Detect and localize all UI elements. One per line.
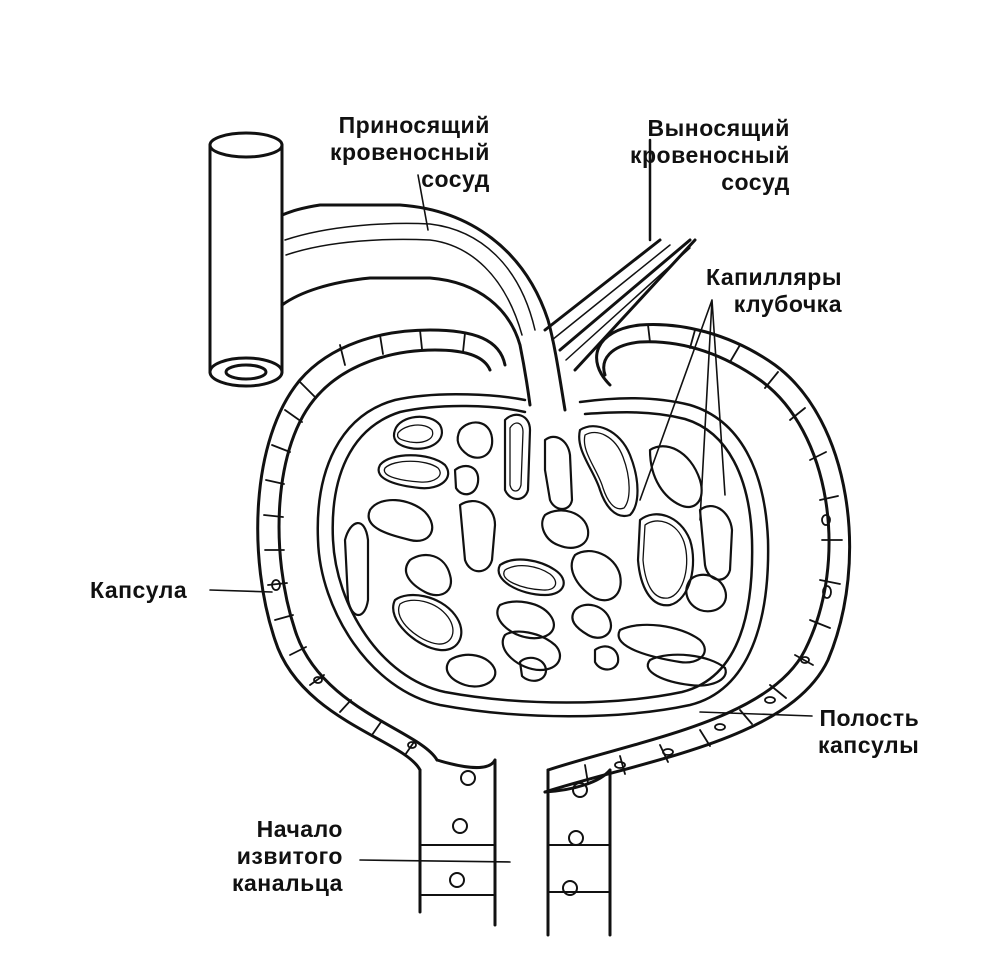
capillaries-label-line2: клубочка [706, 291, 842, 318]
tubule-label-line3: канальца [232, 870, 343, 897]
tubule-label-line2: извитого [232, 843, 343, 870]
tubule-start-label: Начало извитого канальца [232, 816, 343, 897]
afferent-label-line3: сосуд [330, 166, 490, 193]
capillaries-label-line1: Капилляры [706, 264, 842, 291]
afferent-label-line1: Приносящий [330, 112, 490, 139]
efferent-vessel-label: Выносящий кровеносный сосуд [630, 115, 790, 196]
capsule-cavity-label: Полость капсулы [818, 705, 919, 759]
efferent-label-line3: сосуд [630, 169, 790, 196]
capsule-label: Капсула [90, 577, 187, 604]
capsule-cavity-label-line2: капсулы [818, 732, 919, 759]
glomerular-capillaries [345, 415, 732, 687]
capsule-cavity-label-line1: Полость [818, 705, 919, 732]
convoluted-tubule [420, 760, 610, 935]
afferent-vessel-label: Приносящий кровеносный сосуд [330, 112, 490, 193]
visceral-layer [318, 394, 768, 716]
tubule-label-line1: Начало [232, 816, 343, 843]
efferent-label-line2: кровеносный [630, 142, 790, 169]
afferent-label-line2: кровеносный [330, 139, 490, 166]
capillaries-label: Капилляры клубочка [706, 264, 842, 318]
efferent-label-line1: Выносящий [630, 115, 790, 142]
